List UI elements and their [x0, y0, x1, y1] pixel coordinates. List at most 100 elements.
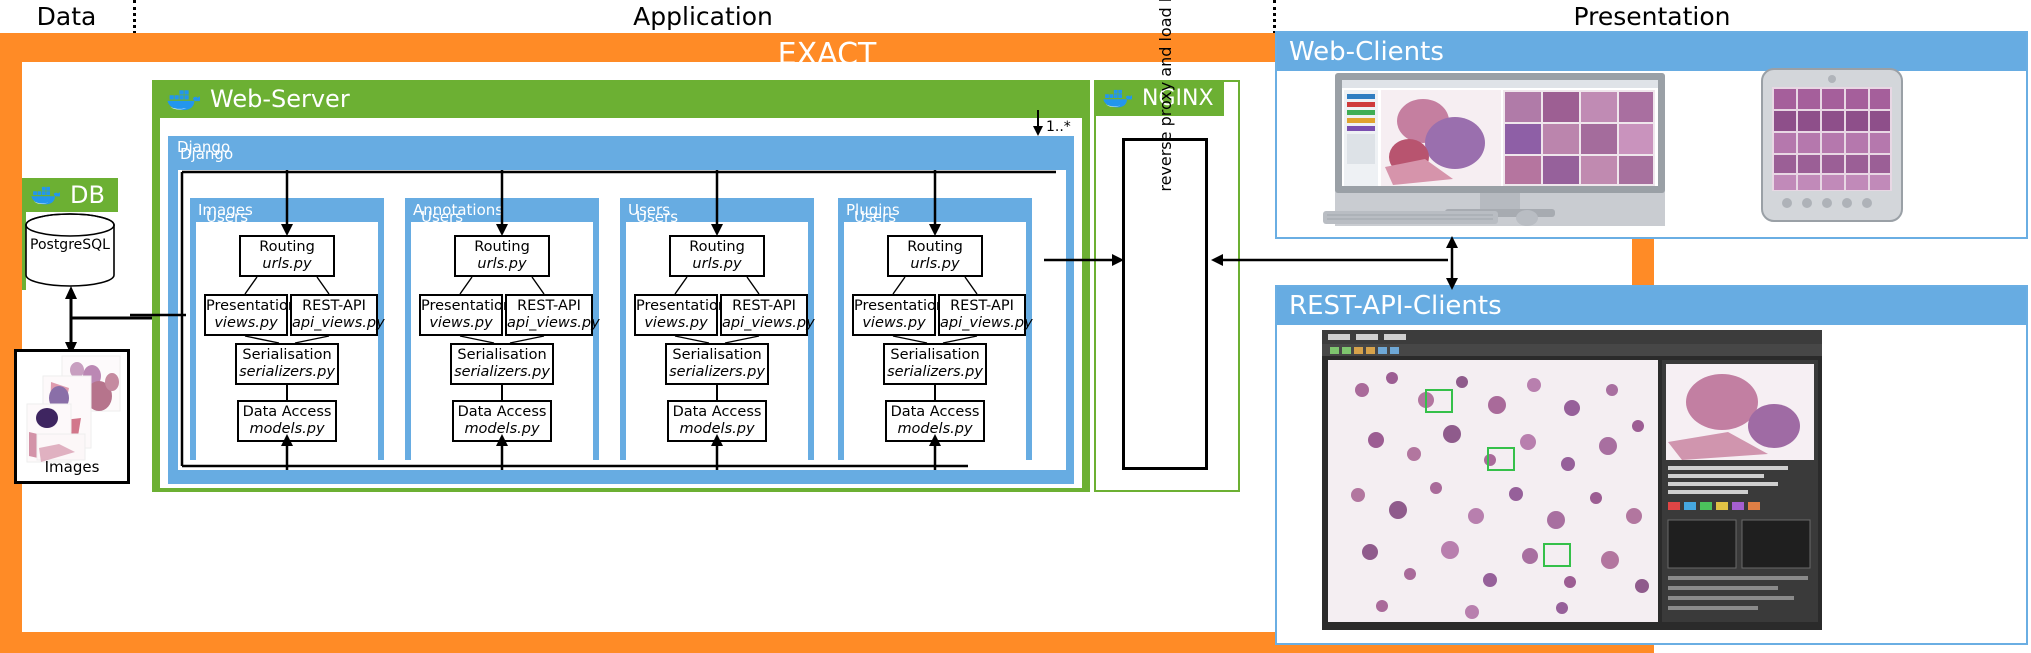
node-presentation-1-file: views.py [429, 315, 493, 331]
node-rest-api-2-title: REST-API [732, 298, 796, 314]
web-clients-rest-clients-connector [1446, 236, 1458, 290]
node-serialisation-2-file: serializers.py [669, 364, 765, 380]
column-label-data-text: Data [36, 2, 97, 31]
node-data-access-2-title: Data Access [672, 404, 762, 420]
node-routing-0-file: urls.py [262, 256, 312, 272]
node-data-access-2-file: models.py [679, 421, 755, 437]
column-label-application-text: Application [633, 2, 773, 31]
node-routing-2-file: urls.py [692, 256, 742, 272]
node-rest-api-0-file: api_views.py [292, 315, 385, 331]
rest-api-clients-box: REST-API-Clients [1275, 285, 2028, 645]
web-clients-illustration [1277, 68, 2026, 231]
web-clients-label: Web-Clients [1289, 37, 1444, 67]
db-label: DB [70, 181, 105, 209]
module-label-shadow-0: Users [206, 208, 249, 226]
module-label-users: Users [628, 201, 671, 219]
exact-left-edge [0, 33, 22, 653]
node-routing-3-title: Routing [907, 239, 963, 255]
node-serialisation-0-title: Serialisation [242, 347, 332, 363]
nginx-proxy-label: reverse proxy and load balancing [1155, 0, 1175, 192]
node-presentation-3-title: Presentation [854, 298, 946, 314]
module-connectors-0 [244, 170, 330, 470]
nginx-proxy-box [1122, 138, 1208, 470]
node-data-access-1-title: Data Access [457, 404, 547, 420]
node-presentation-0-title: Presentation [206, 298, 298, 314]
module-label-plugins: Plugins [846, 201, 900, 219]
node-routing-2-title: Routing [689, 239, 745, 255]
django-label-shadow: Django [180, 145, 234, 163]
node-serialisation-1-title: Serialisation [457, 347, 547, 363]
node-presentation-3-file: views.py [862, 315, 926, 331]
node-data-access-3-title: Data Access [890, 404, 980, 420]
web-clients-header: Web-Clients [1277, 33, 2026, 71]
node-rest-api-2-file: api_views.py [722, 315, 815, 331]
multiplicity-arrow [1033, 110, 1043, 136]
node-rest-api-0-title: REST-API [302, 298, 366, 314]
node-rest-api-3-file: api_views.py [940, 315, 1033, 331]
django-label: Django [177, 138, 231, 156]
column-label-presentation-text: Presentation [1573, 2, 1731, 31]
images-store-box [14, 349, 130, 484]
node-serialisation-0-file: serializers.py [239, 364, 335, 380]
module-label-shadow-3: Users [854, 208, 897, 226]
multiplicity-label: 1..* [1046, 119, 1071, 135]
node-routing-0-title: Routing [259, 239, 315, 255]
node-data-access-3-file: models.py [897, 421, 973, 437]
node-routing-3-file: urls.py [910, 256, 960, 272]
nginx-label: NGINX [1142, 85, 1214, 111]
module-label-shadow-1: Users [421, 208, 464, 226]
node-serialisation-2-title: Serialisation [672, 347, 762, 363]
db-left-edge [22, 212, 26, 290]
node-serialisation-3-title: Serialisation [890, 347, 980, 363]
docker-whale-icon [1102, 86, 1132, 110]
db-docker-header: DB [22, 178, 118, 212]
nginx-docker-header: NGINX [1094, 80, 1224, 116]
postgresql-label: PostgreSQL [30, 237, 110, 253]
node-serialisation-1-file: serializers.py [454, 364, 550, 380]
images-store-label: Images [44, 458, 100, 476]
django-module-bus [180, 170, 1056, 468]
docker-whale-icon [30, 183, 60, 207]
node-rest-api-1-title: REST-API [517, 298, 581, 314]
module-label-shadow-2: Users [636, 208, 679, 226]
rest-api-clients-header: REST-API-Clients [1277, 287, 2026, 325]
column-label-data: Data [0, 2, 133, 32]
node-serialisation-3-file: serializers.py [887, 364, 983, 380]
module-label-images: Images [198, 201, 253, 219]
rest-api-clients-illustration [1277, 325, 2026, 635]
node-presentation-1-title: Presentation [421, 298, 513, 314]
django-to-nginx-arrow [1044, 254, 1124, 266]
node-routing-1-title: Routing [474, 239, 530, 255]
node-routing-1-file: urls.py [477, 256, 527, 272]
rest-api-clients-label: REST-API-Clients [1289, 291, 1502, 321]
postgresql-cylinder [24, 213, 116, 287]
column-label-application: Application [133, 2, 1273, 32]
module-connectors-1 [459, 170, 545, 470]
clients-to-nginx-arrow [1211, 254, 1448, 266]
column-label-presentation: Presentation [1273, 2, 2031, 32]
node-rest-api-3-title: REST-API [950, 298, 1014, 314]
node-data-access-0-title: Data Access [242, 404, 332, 420]
django-external-link [130, 313, 186, 317]
module-connectors-2 [674, 170, 760, 470]
node-data-access-0-file: models.py [249, 421, 325, 437]
exact-bottom-edge [0, 632, 1654, 653]
